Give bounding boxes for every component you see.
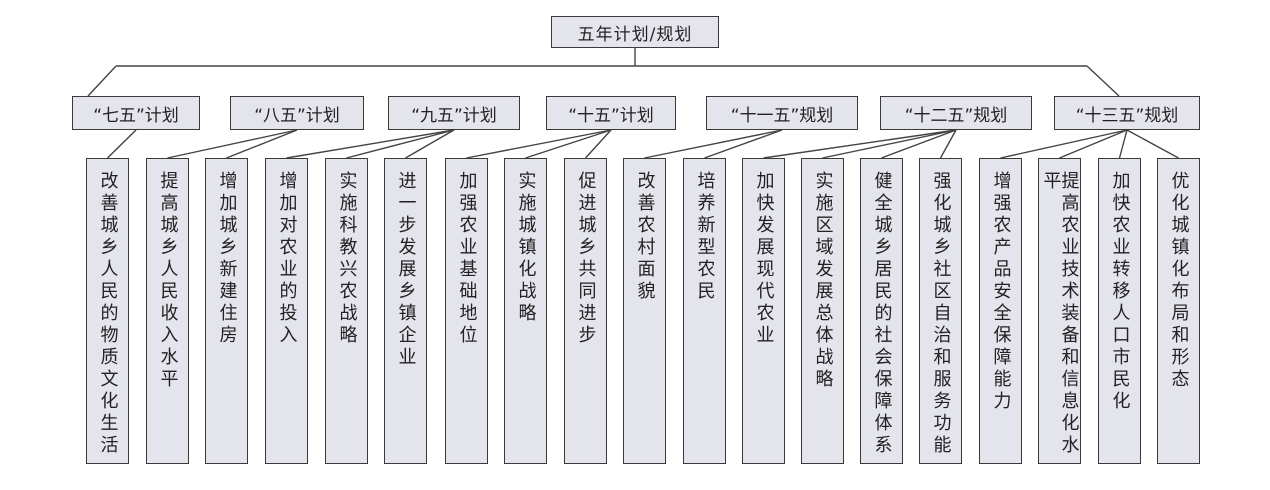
plan-node: “十三五”规划 [1054, 96, 1200, 130]
plan-node: “七五”计划 [72, 96, 200, 130]
leaf-label: 提高城乡人民收入水平 [157, 171, 179, 391]
plan-node: “十一五”规划 [706, 96, 858, 130]
leaf-node: 实施城镇化战略 [504, 158, 547, 464]
leaf-node: 增加城乡新建住房 [205, 158, 248, 464]
leaf-node: 改善城乡人民的物质文化生活 [86, 158, 129, 464]
root-node: 五年计划/规划 [551, 16, 719, 48]
plan-node: “十二五”规划 [880, 96, 1032, 130]
leaf-label: 改善城乡人民的物质文化生活 [97, 171, 119, 457]
leaf-label: 提高农业技术装备和信息化水平 [1040, 171, 1080, 457]
leaf-node: 实施科教兴农战略 [325, 158, 368, 464]
leaf-label: 加快农业转移人口市民化 [1109, 171, 1131, 413]
leaf-node: 促进城乡共同进步 [564, 158, 607, 464]
leaf-label: 增加城乡新建住房 [216, 171, 238, 347]
leaf-label: 加快发展现代农业 [753, 171, 775, 347]
leaf-node: 优化城镇化布局和形态 [1157, 158, 1200, 464]
leaf-label: 增强农产品安全保障能力 [990, 171, 1012, 413]
plan-node: “九五”计划 [388, 96, 520, 130]
leaf-node: 加快农业转移人口市民化 [1098, 158, 1141, 464]
leaf-label: 实施科教兴农战略 [336, 171, 358, 347]
leaf-node: 增加对农业的投入 [265, 158, 308, 464]
leaf-node: 增强农产品安全保障能力 [979, 158, 1022, 464]
leaf-label: 加强农业基础地位 [456, 171, 478, 347]
leaf-label: 进一步发展乡镇企业 [395, 171, 417, 369]
leaf-label: 健全城乡居民的社会保障体系 [871, 171, 893, 457]
leaf-node: 提高农业技术装备和信息化水平 [1038, 158, 1081, 464]
plan-node: “十五”计划 [546, 96, 676, 130]
leaf-node: 健全城乡居民的社会保障体系 [860, 158, 903, 464]
leaf-label: 优化城镇化布局和形态 [1168, 171, 1190, 391]
leaf-label: 增加对农业的投入 [276, 171, 298, 347]
plan-node: “八五”计划 [230, 96, 364, 130]
leaf-label: 强化城乡社区自治和服务功能 [930, 171, 952, 457]
leaf-label: 促进城乡共同进步 [575, 171, 597, 347]
leaf-node: 实施区域发展总体战略 [801, 158, 844, 464]
leaf-node: 提高城乡人民收入水平 [146, 158, 189, 464]
leaf-node: 加快发展现代农业 [742, 158, 785, 464]
leaf-label: 改善农村面貌 [634, 171, 656, 303]
leaf-label: 实施城镇化战略 [515, 171, 537, 325]
leaf-node: 进一步发展乡镇企业 [384, 158, 427, 464]
leaf-label: 培养新型农民 [694, 171, 716, 303]
leaf-node: 加强农业基础地位 [445, 158, 488, 464]
leaf-label: 实施区域发展总体战略 [812, 171, 834, 391]
leaf-node: 培养新型农民 [683, 158, 726, 464]
leaf-node: 改善农村面貌 [623, 158, 666, 464]
leaf-node: 强化城乡社区自治和服务功能 [919, 158, 962, 464]
